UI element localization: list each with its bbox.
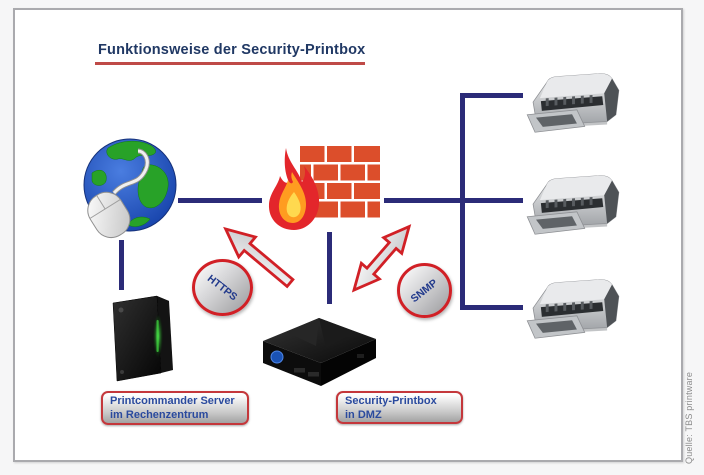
connector-branch-printer-3 (463, 305, 523, 310)
connector-firewall-printbox (327, 232, 332, 304)
printer-icon (520, 272, 628, 348)
connector-branch-printer-1 (463, 93, 523, 98)
server-label-line2: im Rechenzentrum (110, 408, 209, 421)
server-label-line1: Printcommander Server (110, 395, 235, 407)
internet-globe-mouse-icon (80, 135, 182, 241)
printer-icon (520, 66, 628, 142)
source-note: Quelle: TBS printware (684, 371, 694, 464)
printbox-label-line1: Security-Printbox (345, 395, 437, 407)
snmp-badge-label: SNMP (408, 276, 441, 305)
title-underline (95, 62, 365, 65)
printbox-label-line2: in DMZ (345, 408, 382, 421)
connector-firewall-printer-bus (384, 198, 523, 203)
security-printbox-icon (256, 308, 382, 388)
printer-icon (520, 168, 628, 244)
connector-printer-bus-vertical (460, 93, 465, 310)
https-badge-label: HTTPS (205, 272, 240, 303)
diagram-title: Funktionsweise der Security-Printbox (98, 42, 366, 58)
server-label: Printcommander Server im Rechenzentrum (101, 391, 249, 425)
connector-internet-server (119, 240, 124, 290)
server-tower-icon (94, 288, 186, 388)
printbox-label: Security-Printbox in DMZ (336, 391, 463, 424)
connector-internet-firewall (178, 198, 262, 203)
firewall-icon (258, 142, 384, 234)
snmp-badge: SNMP (397, 263, 452, 318)
https-badge: HTTPS (192, 259, 253, 316)
